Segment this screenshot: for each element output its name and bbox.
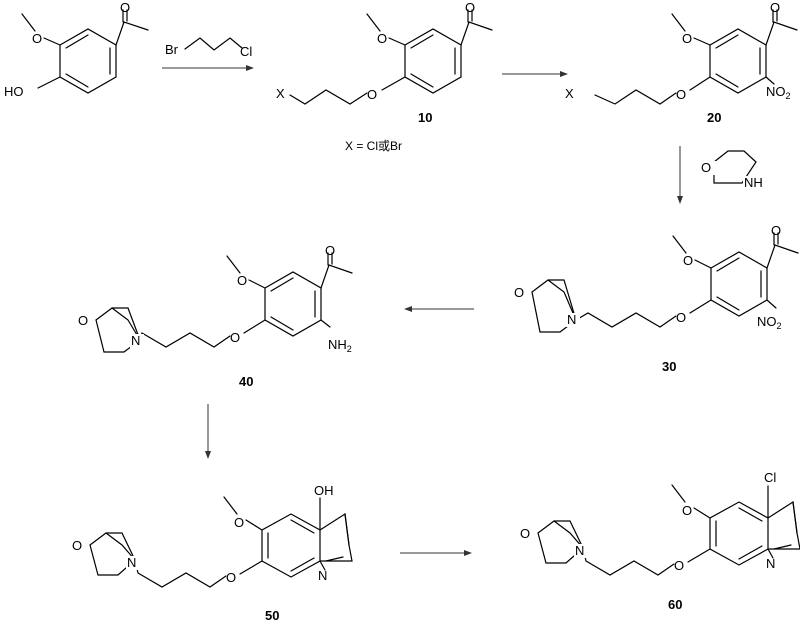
- compound-40: O O O O N NH2 40: [76, 243, 353, 389]
- arrow-step-2: [502, 71, 568, 77]
- reagent-morpholine: O NH: [700, 150, 769, 190]
- atom-O-methoxy: O: [683, 253, 693, 268]
- atom-O-carbonyl: O: [771, 223, 781, 238]
- atom-O-carbonyl: O: [120, 0, 130, 15]
- atom-N-morpholine: N: [575, 543, 584, 558]
- atom-N-quinoline: N: [318, 568, 327, 583]
- arrow-step-3: [677, 146, 683, 204]
- atom-O-ether: O: [226, 570, 236, 585]
- atom-O-methoxy: O: [32, 31, 42, 46]
- atom-O-methoxy: O: [377, 31, 387, 46]
- atom-O-methoxy: O: [237, 273, 247, 288]
- atom-O-morpholine: O: [520, 526, 530, 541]
- atom-Cl: Cl: [764, 470, 776, 485]
- atom-O-carbonyl: O: [465, 0, 475, 15]
- atom-Br: Br: [165, 42, 179, 57]
- atom-N-quinoline: N: [766, 556, 775, 571]
- compound-label-50: 50: [265, 608, 279, 623]
- arrow-step-5: [205, 404, 211, 459]
- compound-30: O O O O N NO2 30: [512, 223, 799, 374]
- compound-label-30: 30: [662, 359, 676, 374]
- compound-60: N Cl O O O N 60: [518, 470, 800, 612]
- arrow-step-1: [162, 65, 254, 71]
- compound-20: O O O X NO2 20: [565, 0, 798, 125]
- atom-NH: NH: [744, 175, 763, 190]
- nitro-group: NO2: [766, 84, 791, 101]
- compound-10: O O O X 10 X = Cl或Br: [276, 0, 493, 153]
- x-definition-note: X = Cl或Br: [345, 139, 402, 153]
- atom-O-carbonyl: O: [325, 243, 335, 258]
- nitro-group: NO2: [757, 314, 782, 331]
- atom-O: O: [701, 160, 711, 175]
- atom-N-morpholine: N: [567, 312, 576, 327]
- atom-O-ether: O: [676, 87, 686, 102]
- atom-O-methoxy: O: [682, 503, 692, 518]
- atom-Cl: Cl: [240, 44, 252, 59]
- atom-O-methoxy: O: [682, 31, 692, 46]
- atom-O-methoxy: O: [234, 515, 244, 530]
- atom-HO: HO: [4, 84, 24, 99]
- amino-group: NH2: [328, 337, 352, 354]
- atom-O-morpholine: O: [78, 313, 88, 328]
- atom-O-carbonyl: O: [770, 0, 780, 15]
- atom-N-morpholine: N: [127, 555, 136, 570]
- compound-label-20: 20: [707, 110, 721, 125]
- atom-OH: OH: [314, 483, 334, 498]
- reagent-bromochloropropane: Br Cl: [165, 37, 252, 59]
- arrow-step-4: [404, 306, 474, 312]
- atom-O-ether: O: [230, 330, 240, 345]
- atom-O-ether: O: [367, 87, 377, 102]
- atom-O-morpholine: O: [514, 285, 524, 300]
- compound-50: N OH O O O N 50: [70, 483, 353, 623]
- atom-X: X: [565, 86, 574, 101]
- atom-O-morpholine: O: [72, 538, 82, 553]
- starting-material: O O HO: [4, 0, 149, 99]
- atom-X: X: [276, 86, 285, 101]
- arrow-step-6: [400, 550, 472, 556]
- compound-label-60: 60: [668, 597, 682, 612]
- compound-label-10: 10: [418, 110, 432, 125]
- atom-N-morpholine: N: [131, 333, 140, 348]
- atom-O-ether: O: [676, 310, 686, 325]
- compound-label-40: 40: [239, 374, 253, 389]
- atom-O-ether: O: [674, 558, 684, 573]
